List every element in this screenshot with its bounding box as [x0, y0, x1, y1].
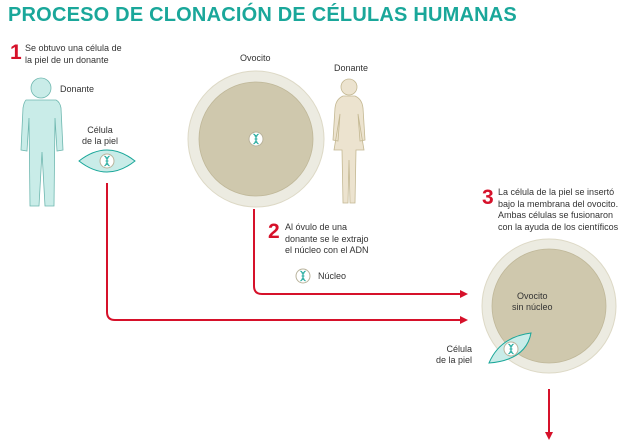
skin-cell-label-2: Célula de la piel	[436, 344, 473, 365]
step-number-3: 3	[482, 186, 494, 209]
skin-cell-icon	[488, 332, 532, 364]
nucleus-label: Núcleo	[318, 271, 347, 281]
ovocyte-label: Ovocito	[240, 53, 271, 63]
step-text-1: Se obtuvo una célula de la piel de un do…	[25, 43, 122, 65]
nucleus-legend-icon	[295, 268, 311, 284]
skin-cell-label: Célula de la piel	[82, 125, 119, 146]
step-text-3: La célula de la piel se insertó bajo la …	[498, 187, 619, 232]
donor-female-label: Donante	[334, 63, 369, 73]
ovocyte-cell	[187, 70, 325, 208]
ovocyte-no-nucleus-label: Ovocito sin núcleo	[512, 291, 553, 312]
arrow-icon	[106, 183, 553, 440]
skin-cell-icon	[78, 149, 136, 173]
donor-male-label: Donante	[60, 84, 95, 94]
step-number-1: 1	[10, 41, 22, 64]
step-text-2: Al óvulo de una donante se le extrajo el…	[285, 222, 369, 255]
step-number-2: 2	[268, 220, 280, 243]
male-silhouette-icon	[20, 77, 64, 207]
dna-nucleus-icon	[248, 131, 264, 147]
female-silhouette-icon	[332, 78, 366, 204]
page-title: PROCESO DE CLONACIÓN DE CÉLULAS HUMANAS	[8, 4, 517, 26]
